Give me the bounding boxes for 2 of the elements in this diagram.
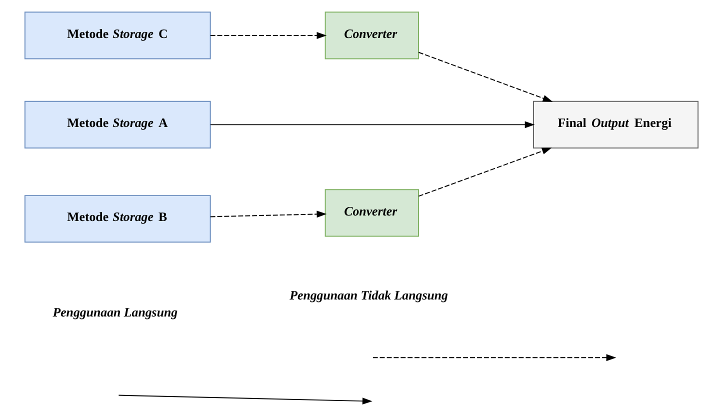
legend-label: Penggunaan Tidak Langsung [289, 288, 448, 303]
legend-label: Penggunaan Langsung [52, 305, 178, 320]
